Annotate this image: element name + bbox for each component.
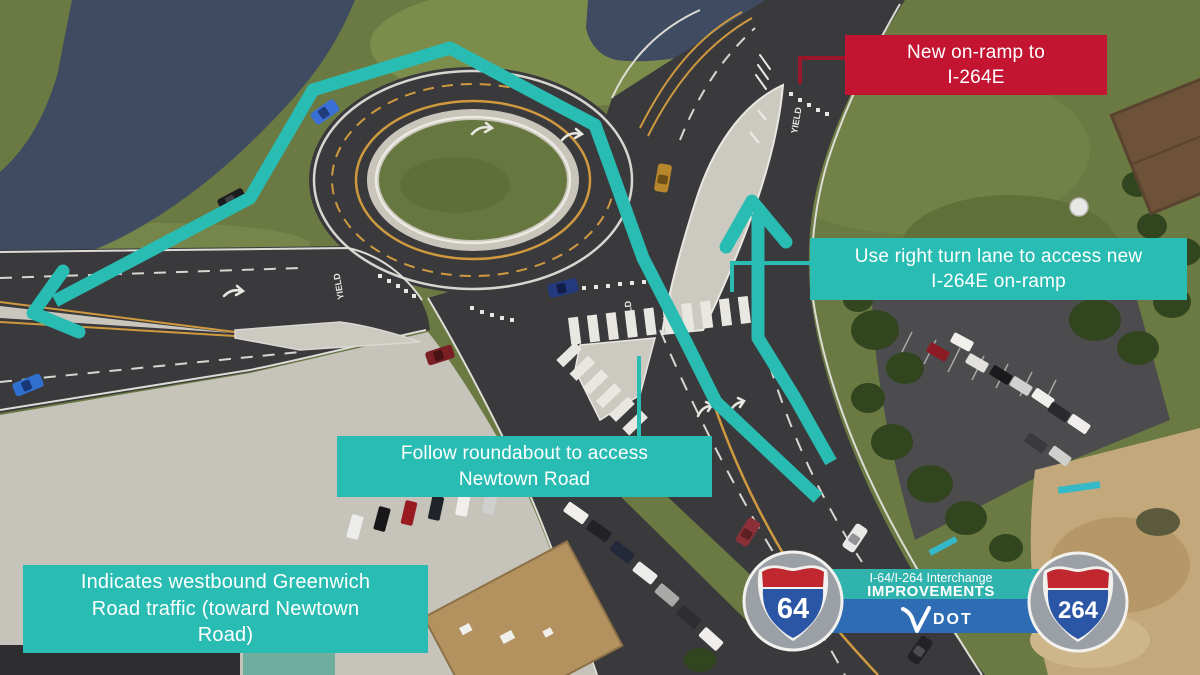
callout-line: New on-ramp to [907,41,1045,63]
lane-arrows [222,54,771,418]
callout-line: Use right turn lane to access new [854,245,1143,267]
project-improvements: IMPROVEMENTS [867,583,995,600]
callout-line: Follow roundabout to access [400,443,649,465]
svg-text:YIELD: YIELD [623,300,635,328]
shield-64-number: 64 [777,593,809,625]
connector-new-onramp [798,56,845,84]
callout-line: Road traffic (toward Newtown [91,597,360,620]
shield-body [762,589,824,638]
arrowhead-west [26,264,86,339]
svg-text:YIELD: YIELD [789,106,804,134]
shield-crest [1047,569,1109,588]
callout-line: Indicates westbound Greenwich [80,571,371,594]
building-northeast [1069,77,1200,217]
improvements-banner [800,569,1062,599]
project-name: I-64/I-264 Interchange [870,571,993,585]
callout-line: Newtown Road [458,468,591,490]
yield-dots [378,92,829,322]
vdot-logo: DOT [901,606,973,633]
connector-right-turn [730,261,810,292]
parked-cars-east [926,332,1091,467]
shield-body [1047,590,1109,639]
shield-264-number: 264 [1058,597,1099,624]
svg-text:YIELD: YIELD [331,272,346,300]
right-turn-lane-arrow [719,194,837,466]
callout-line: I-264E on-ramp [931,271,1066,292]
roundabout [309,67,637,293]
callout-new-onramp: New on-ramp to I-264E [845,35,1107,95]
arrowhead-north [719,194,793,254]
callout-right-turn: Use right turn lane to access new I-264E… [810,238,1187,300]
parked-cars-southwest [346,489,724,651]
crosswalk [556,295,751,436]
callout-line: I-264E [947,67,1005,88]
callout-follow-roundabout: Follow roundabout to access Newtown Road [337,436,712,497]
west-road-markings [0,246,427,411]
cars [12,99,933,665]
interstate-264-shield: 264 [1027,551,1129,653]
vdot-banner [800,599,1062,633]
vdot-swoosh-icon [901,606,931,633]
shield-crest [762,568,824,587]
callout-line: Road) [197,624,254,647]
vdot-text: DOT [933,611,973,628]
interstate-64-shield: 64 [742,550,844,652]
callout-legend: Indicates westbound Greenwich Road traff… [23,565,428,653]
project-logo: I-64/I-264 Interchange IMPROVEMENTS DOT … [742,550,1129,653]
westbound-route-arrow [26,41,823,503]
